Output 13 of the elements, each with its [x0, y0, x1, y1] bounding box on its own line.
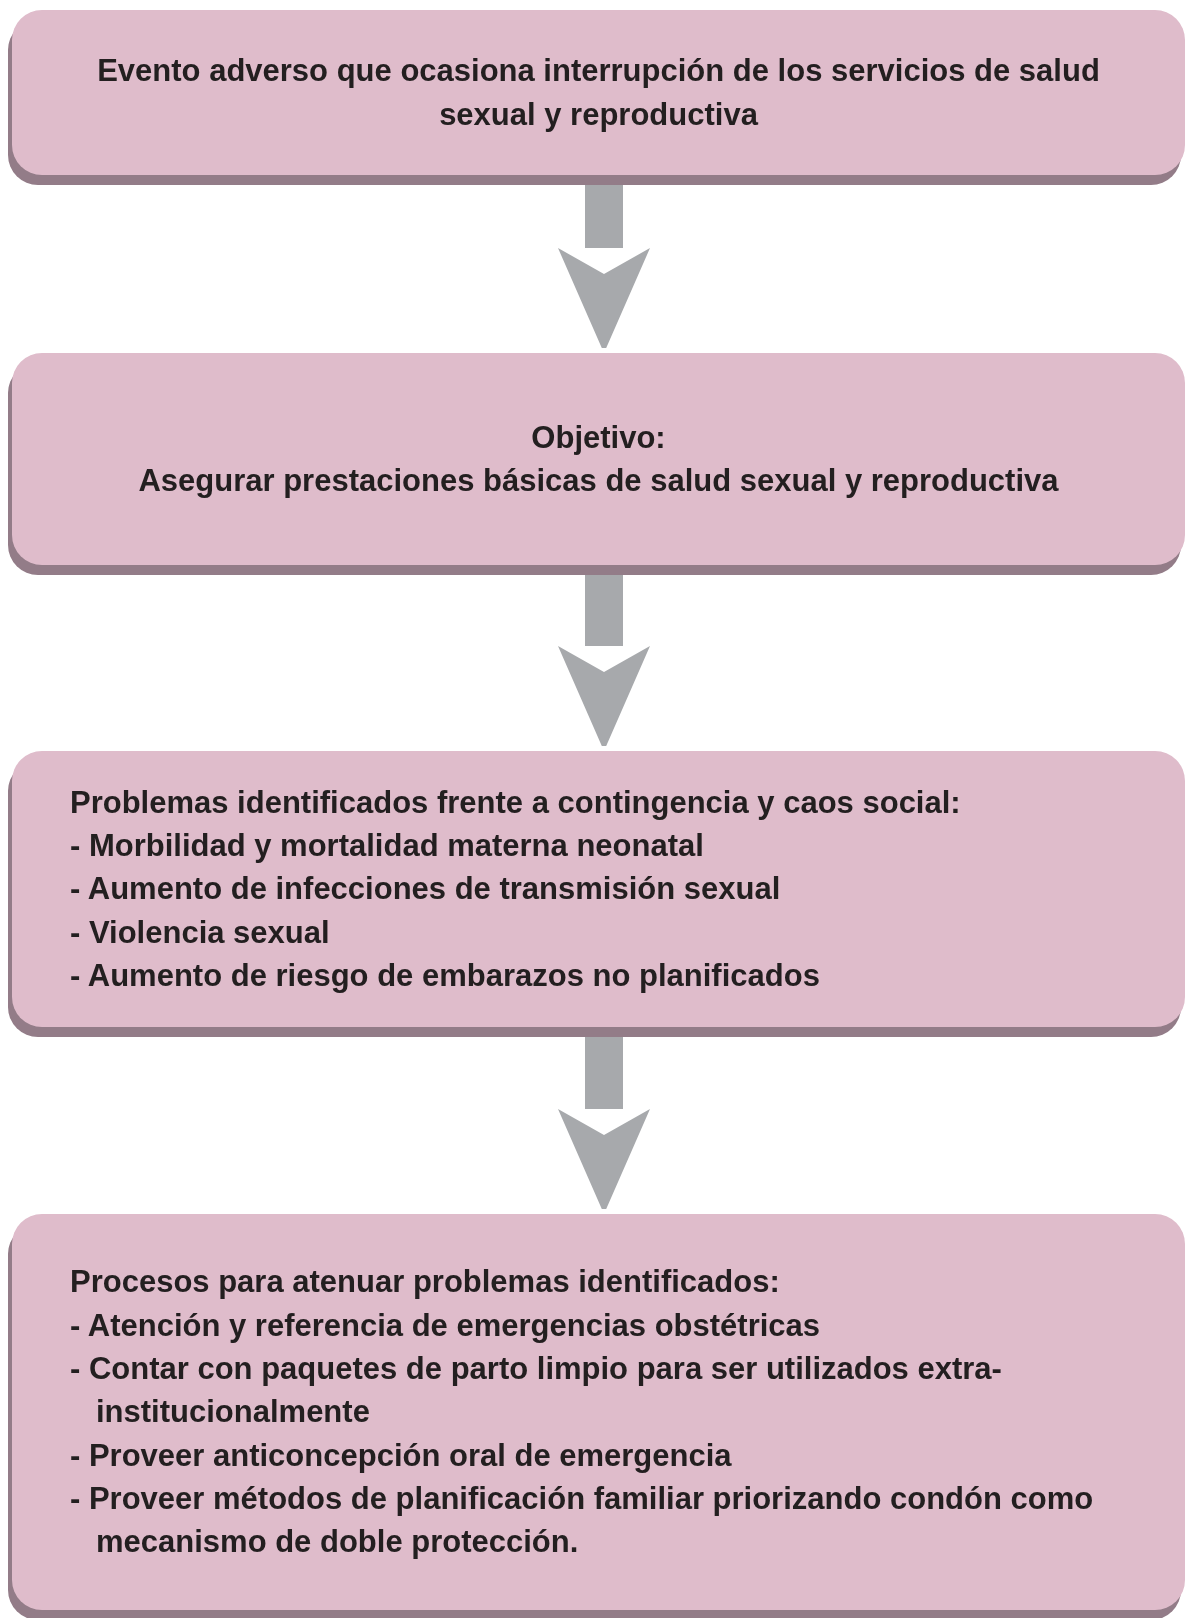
box-heading: Evento adverso que ocasiona interrupción de los servicios de salud sexual y reproductiva: [96, 52, 1101, 134]
list-item: - Aumento de riesgo de embarazos no planificados: [70, 957, 821, 996]
list-item: - Proveer anticoncepción oral de emergencia: [70, 1436, 733, 1475]
box-text: Asegurar prestaciones básicas de salud sexual y reproductiva: [138, 462, 1059, 500]
list-item: - Proveer métodos de planificación familiar priorizando condón como mecanismo de doble protección.: [70, 1480, 1095, 1562]
list-item: - Contar con paquetes de parto limpio para ser utilizados extra-institucionalmente: [70, 1349, 1003, 1432]
box-heading: Objetivo:: [531, 418, 666, 457]
list-item: - Atención y referencia de emergencias obstétricas: [70, 1306, 822, 1345]
list-item: - Morbilidad y mortalidad materna neonatal: [70, 826, 705, 865]
list-item: - Aumento de infecciones de transmisión sexual: [70, 870, 782, 909]
box-heading: Problemas identificados frente a contingencia y caos social:: [70, 783, 962, 822]
box-heading: Procesos para atenuar problemas identificados:: [70, 1263, 781, 1302]
list-item: - Violencia sexual: [70, 913, 331, 952]
